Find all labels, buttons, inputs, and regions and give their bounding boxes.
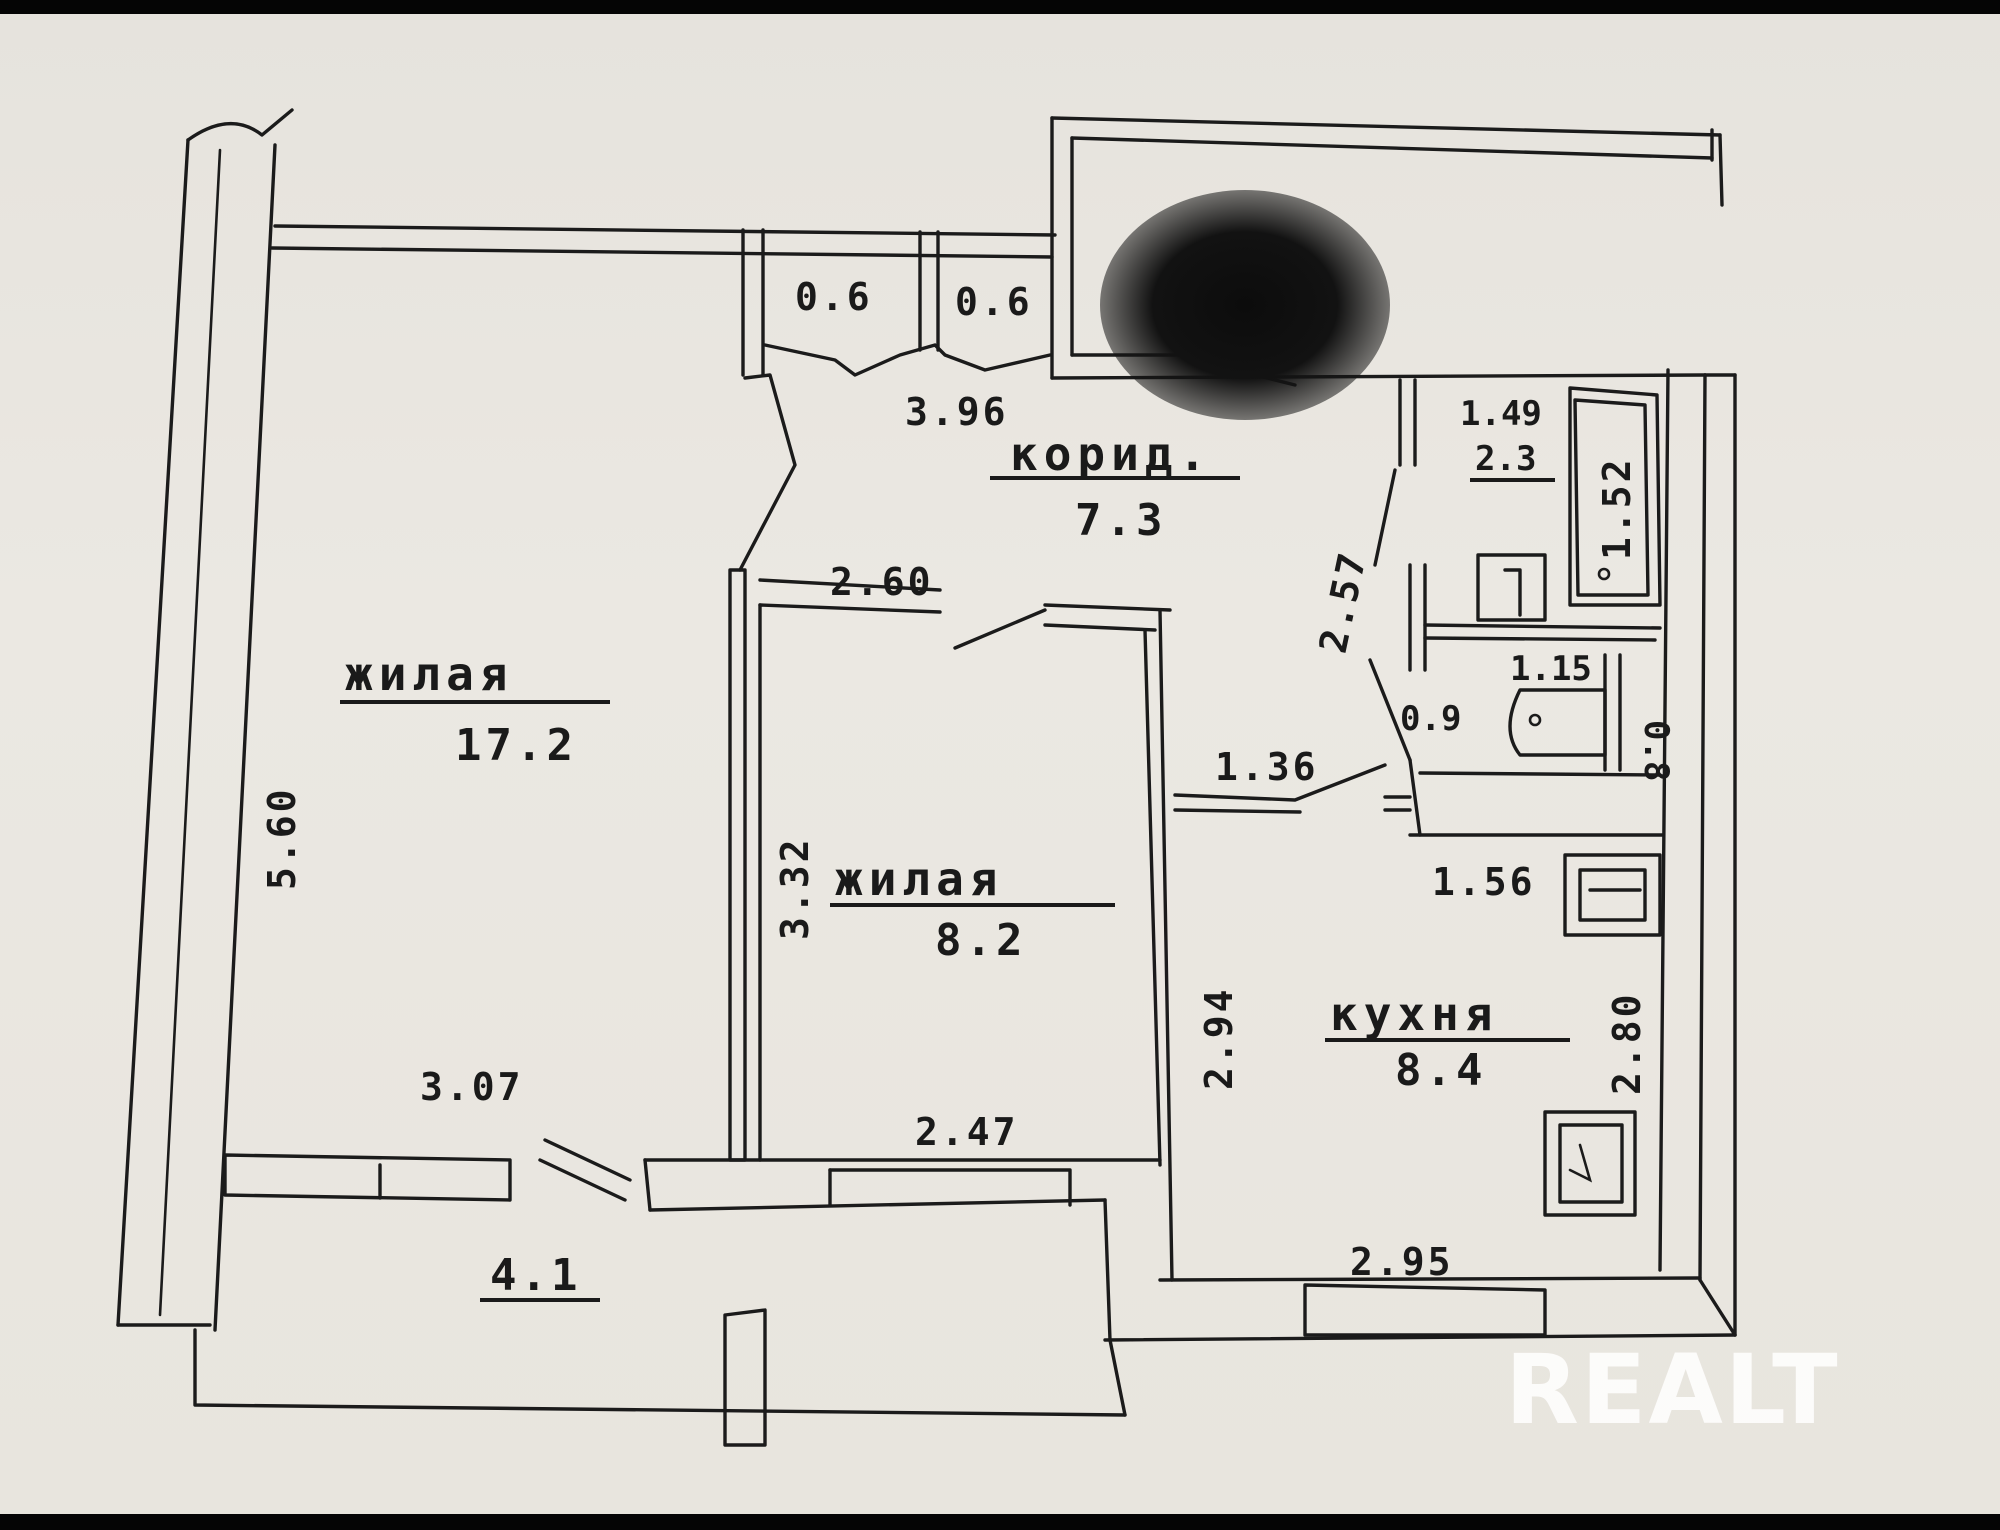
dim-closet-1: 0.6 xyxy=(795,275,873,319)
kitchen-name: кухня xyxy=(1330,987,1498,1041)
corridor-area: 7.3 xyxy=(1075,495,1166,546)
top-black-bar xyxy=(0,0,2000,14)
realt-watermark: REALT xyxy=(1505,1334,1840,1446)
big-room-name: жилая xyxy=(345,647,513,701)
kitchen-walls xyxy=(1103,373,1737,1342)
paper-background xyxy=(0,14,2000,1514)
small-room-name: жилая xyxy=(835,852,1003,906)
dim-toilet-d: 0.9 xyxy=(1400,699,1461,739)
outer-wall-left xyxy=(116,108,294,1332)
big-room-area: 17.2 xyxy=(455,720,577,771)
balcony-walls xyxy=(193,1138,1162,1447)
bath-area-label: 2.3 xyxy=(1475,439,1536,479)
dim-kitchen-left: 2.94 xyxy=(1197,986,1241,1090)
dim-toilet-w: 1.15 xyxy=(1510,649,1592,689)
dim-kitchen-bottom: 2.95 xyxy=(1350,1240,1454,1284)
dim-kitchen-top: 1.56 xyxy=(1432,860,1536,904)
corridor-name: корид. xyxy=(1010,427,1212,481)
dim-big-room-bottom: 3.07 xyxy=(420,1065,524,1109)
small-room-walls xyxy=(758,603,1162,1167)
dim-small-room-bottom: 2.47 xyxy=(915,1110,1019,1154)
corridor-walls xyxy=(728,373,1174,1282)
bathroom-block xyxy=(1368,368,1707,1282)
top-wall-big-room xyxy=(270,224,1057,259)
dim-corridor-side: 2.57 xyxy=(1311,546,1376,656)
dim-kitchen-right: 2.80 xyxy=(1605,991,1649,1095)
kitchen-area: 8.4 xyxy=(1395,1045,1486,1096)
bath-dim-label: 1.49 xyxy=(1460,394,1542,434)
dim-small-room-side: 3.32 xyxy=(773,836,817,940)
dim-closet-2: 0.6 xyxy=(955,280,1033,324)
dim-small-room-top: 2.60 xyxy=(830,560,934,604)
balcony-area: 4.1 xyxy=(490,1250,581,1301)
dimension-labels: 5.60 0.6 0.6 3.96 2.60 3.32 2.57 1.52 1.… xyxy=(260,275,1676,1284)
dim-toilet-side: 0.8 xyxy=(1636,720,1676,781)
redaction-blot xyxy=(1100,190,1390,420)
dim-kitchen-door: 1.36 xyxy=(1215,745,1319,789)
closets xyxy=(741,228,1052,377)
bottom-black-bar xyxy=(0,1514,2000,1530)
small-room-area: 8.2 xyxy=(935,915,1026,966)
dim-left-wall: 5.60 xyxy=(260,786,304,890)
room-labels: жилая 17.2 жилая 8.2 корид. 7.3 кухня 8.… xyxy=(340,394,1570,1302)
dim-corridor-len: 3.96 xyxy=(905,390,1009,434)
dim-bath-tub: 1.52 xyxy=(1595,456,1639,560)
